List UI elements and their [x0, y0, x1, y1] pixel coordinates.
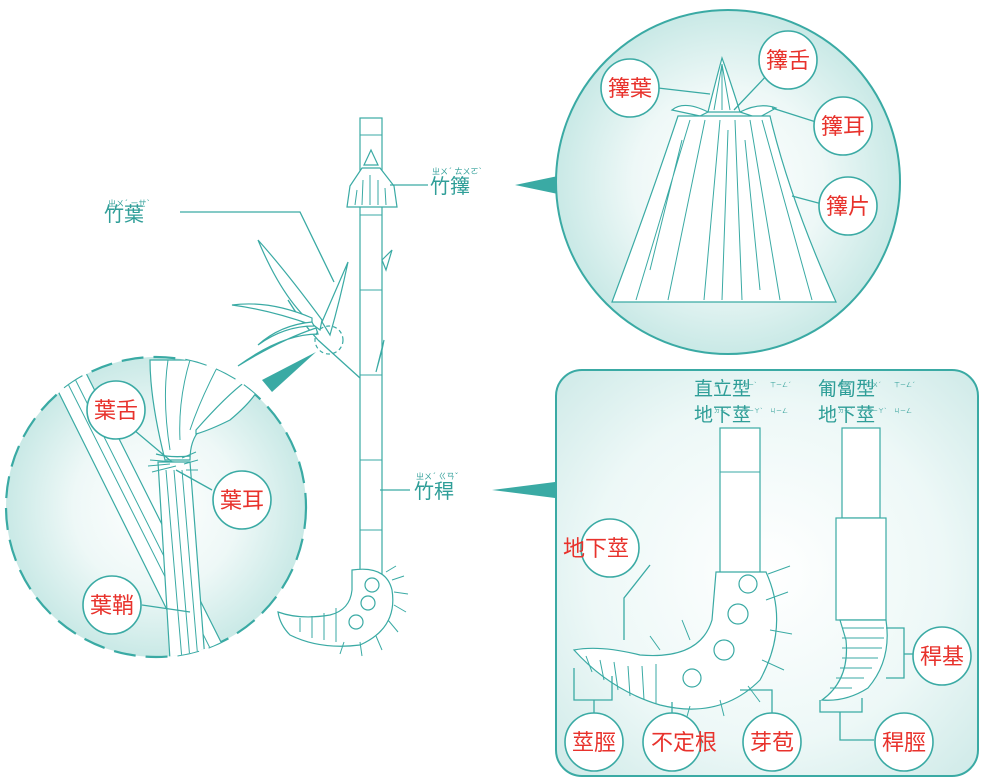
main-bamboo-illustration — [231, 117, 409, 657]
bubble-leaf-ear — [212, 470, 272, 530]
ruby-bamboo-leaf: ㄓㄨˊ ㄧㄝˋ — [108, 198, 151, 208]
bopomofo-ruby: ㄐㄧㄥ — [894, 408, 912, 415]
label-bamboo-culm: 竹稈 — [414, 479, 454, 503]
bubble-adventitious-root — [642, 712, 702, 772]
bopomofo-ruby: ㄒㄧㄥˊ — [894, 382, 915, 389]
bubble-leaf-tongue — [86, 380, 146, 440]
label-stem-neck: 莖脛 — [572, 731, 616, 756]
arrow-to-leaf-detail — [262, 352, 316, 392]
bubble-sheath-tongue — [758, 30, 818, 90]
bubble-stem-neck — [564, 712, 624, 772]
label-sheath-blade: 籜葉 — [608, 77, 652, 102]
label-leaf-ear: 葉耳 — [220, 489, 264, 514]
bubble-leaf-sheath — [82, 575, 142, 635]
label-culm-base: 稈基 — [920, 645, 964, 670]
rhizome-detail-panel — [555, 369, 979, 777]
bopomofo-ruby: ㄒㄧㄥˊ — [770, 382, 791, 389]
label-sheath-plate: 籜片 — [826, 195, 870, 220]
label-type-upright-line1: 直立型 — [694, 378, 751, 400]
ruby-bamboo-culm: ㄓㄨˊ ㄍㄢˇ — [416, 471, 459, 481]
arrow-to-sheath-detail — [515, 176, 558, 194]
bopomofo-ruby: ㄐㄧㄥ — [770, 408, 788, 415]
ruby-bamboo-sheath: ㄓㄨˊ ㄊㄨㄛˋ — [432, 166, 483, 176]
label-bud: 芽苞 — [750, 731, 794, 756]
label-leaf-sheath: 葉鞘 — [90, 594, 134, 619]
label-bamboo-leaf: 竹葉 — [104, 202, 144, 226]
label-type-upright-line2: 地下莖 — [694, 404, 751, 426]
label-adventitious-root: 不定根 — [651, 731, 717, 756]
label-sheath-tongue: 籜舌 — [766, 49, 810, 74]
bubble-sheath-plate — [818, 176, 878, 236]
bopomofo-ruby: ㄉㄧˋ — [714, 407, 729, 415]
label-leaf-tongue: 葉舌 — [94, 399, 138, 424]
bopomofo-ruby: ㄒㄧㄚˋ — [866, 408, 887, 415]
bubble-culm-neck — [874, 712, 934, 772]
bopomofo-annotations: ㄓˊ ㄌㄧˋ ㄒㄧㄥˊ ㄉㄧˋ ㄒㄧㄚˋ ㄐㄧㄥ ㄆㄨˊ ㄈㄨˊ ㄒㄧㄥˊ ㄉㄧˋ ㄒㄧㄚˋ ㄐㄧㄥ — [714, 381, 915, 415]
bopomofo-ruby: ㄆㄨˊ — [838, 381, 853, 389]
bubble-culm-base — [912, 626, 972, 686]
label-sheath-ear: 籜耳 — [821, 115, 865, 140]
leaf-detail-circle — [4, 355, 308, 659]
label-type-creeping-line1: 匍匐型 — [818, 378, 875, 400]
bubble-rhizome — [580, 518, 640, 578]
bubble-bud — [742, 712, 802, 772]
label-type-creeping-line2: 地下莖 — [818, 404, 875, 426]
label-culm-neck: 稈脛 — [882, 731, 926, 756]
label-bamboo-sheath: 竹籜 — [430, 174, 470, 198]
bopomofo-ruby: ㄓˊ — [714, 382, 723, 389]
bubble-sheath-ear — [813, 96, 873, 156]
arrow-to-rhizome-detail — [492, 482, 555, 498]
bopomofo-ruby: ㄉㄧˋ — [838, 407, 853, 415]
bopomofo-ruby: ㄈㄨˊ — [866, 382, 881, 389]
bubble-sheath-blade — [600, 58, 660, 118]
leader-leaf — [180, 211, 335, 283]
label-rhizome: 地下莖 — [563, 537, 629, 562]
bopomofo-ruby: ㄌㄧˋ — [742, 381, 757, 389]
bopomofo-ruby: ㄒㄧㄚˋ — [742, 408, 763, 415]
